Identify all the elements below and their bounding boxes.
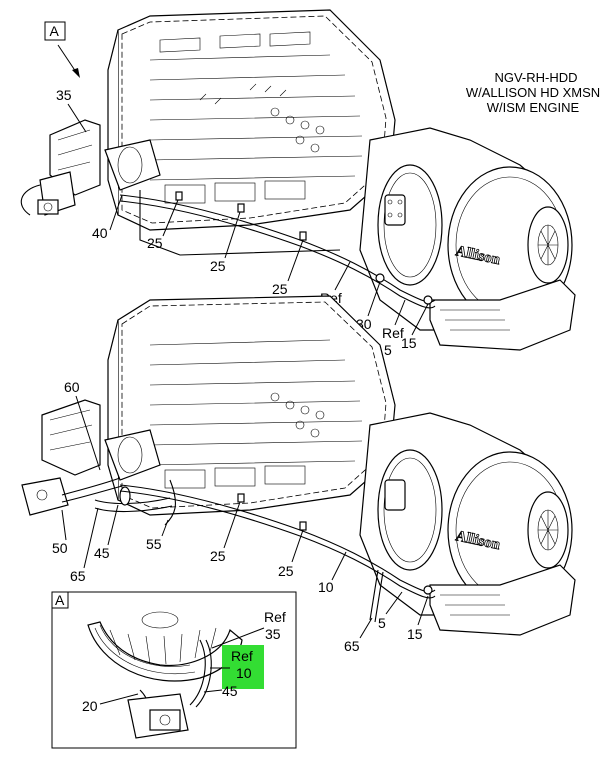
- caption-line-2: W/ALLISON HD XMSN: [466, 85, 600, 100]
- view-arrowhead: [72, 68, 80, 78]
- callout-65-b[interactable]: 65: [344, 638, 360, 654]
- callout-25-c[interactable]: 25: [272, 281, 288, 297]
- callout-35[interactable]: 35: [56, 87, 72, 103]
- callout-ref-5-num[interactable]: 5: [384, 342, 392, 358]
- callout-50[interactable]: 50: [52, 540, 68, 556]
- detail-marker-letter: A: [55, 592, 65, 608]
- transmission-top: Allison: [359, 127, 576, 351]
- detail-callout-ref-35-ref[interactable]: Ref: [264, 609, 286, 625]
- highlight-ref-10[interactable]: [222, 645, 264, 689]
- detail-callout-45[interactable]: 45: [222, 683, 238, 699]
- hose-routing-bottom: [119, 479, 436, 623]
- detail-callout-ref-10-ref[interactable]: Ref: [231, 648, 253, 664]
- detail-callout-ref-10-num[interactable]: 10: [236, 665, 252, 681]
- view-marker-letter: A: [50, 23, 60, 39]
- detail-callout-20[interactable]: 20: [82, 698, 98, 714]
- callout-25-b[interactable]: 25: [210, 258, 226, 274]
- bracket-sensor-top: [20, 119, 161, 216]
- callout-25-d[interactable]: 25: [210, 548, 226, 564]
- callout-55[interactable]: 55: [146, 536, 162, 552]
- callout-25-e[interactable]: 25: [278, 563, 294, 579]
- callout-ref-5-ref[interactable]: Ref: [382, 325, 404, 341]
- engine-block-bottom: [107, 295, 396, 516]
- callout-40[interactable]: 40: [92, 225, 108, 241]
- callout-65-a[interactable]: 65: [70, 568, 86, 584]
- caption-line-3: W/ISM ENGINE: [487, 100, 580, 115]
- detail-frame: [51, 591, 297, 749]
- bracket-sensor-bottom: [21, 399, 173, 516]
- hose-routing-top: [119, 190, 436, 309]
- callout-15-bottom[interactable]: 15: [407, 626, 423, 642]
- bottom-callouts: 60 50 45 65 55 25 25 10 65 5 15: [52, 379, 429, 654]
- engine-block-top: [107, 9, 396, 231]
- callout-10[interactable]: 10: [318, 579, 334, 595]
- callout-25-a[interactable]: 25: [147, 235, 163, 251]
- caption-line-1: NGV-RH-HDD: [494, 70, 577, 85]
- detail-marker-box[interactable]: [51, 591, 69, 609]
- callout-60[interactable]: 60: [64, 379, 80, 395]
- view-marker-box[interactable]: [44, 21, 66, 41]
- bottom-assembly: Allison 60 50: [21, 295, 576, 654]
- callout-15-top[interactable]: 15: [401, 335, 417, 351]
- detail-callout-ref-35-num[interactable]: 35: [265, 626, 281, 642]
- callout-45-bottom[interactable]: 45: [94, 545, 110, 561]
- view-arrow: [57, 44, 77, 73]
- callout-5[interactable]: 5: [378, 615, 386, 631]
- detail-view-a: A Ref 35 Ref 10 45 20: [51, 591, 297, 749]
- transmission-bottom: Allison: [359, 412, 576, 636]
